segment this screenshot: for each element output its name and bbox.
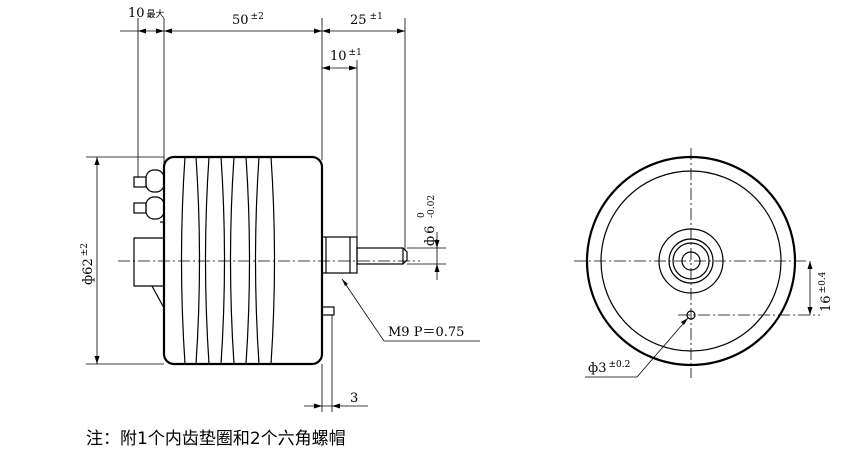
hole-leader xyxy=(585,317,689,378)
dim-top-right: 25±1 xyxy=(350,12,383,28)
shaft xyxy=(321,236,408,412)
thread-label: M9 P＝0.75 xyxy=(388,325,464,340)
dim-hole-offset-label: 16±0.4 xyxy=(818,271,834,312)
dim-body-dia-label: ф62±2 xyxy=(80,243,96,285)
dim-shaft-dia-label: ф6 xyxy=(423,226,438,246)
dim-pin-gap xyxy=(304,403,368,409)
dim-hole-dia-label: ф3±0.2 xyxy=(588,360,630,376)
dim-pin-gap-label: 3 xyxy=(350,391,358,406)
thread-leader xyxy=(341,278,480,342)
dim-body-dia xyxy=(86,156,164,365)
dim-shaft-dia-tol-lower: -0.02 xyxy=(427,195,437,218)
dim-line-top xyxy=(120,28,405,34)
dim-shaft-len: 10±1 xyxy=(330,48,362,64)
dim-shaft-dia xyxy=(407,232,446,280)
pot-body xyxy=(162,155,324,366)
dim-line-shaft-len xyxy=(322,65,357,71)
dim-hole-offset xyxy=(807,261,813,315)
footnote: 注：附1个内齿垫圈和2个六角螺帽 xyxy=(86,429,346,449)
dim-top-mid: 50±2 xyxy=(232,12,264,28)
front-view: 16±0.4 ф3±0.2 xyxy=(574,148,834,378)
dim-shaft-dia-tol-upper: 0 xyxy=(417,212,427,218)
terminals xyxy=(133,169,165,309)
